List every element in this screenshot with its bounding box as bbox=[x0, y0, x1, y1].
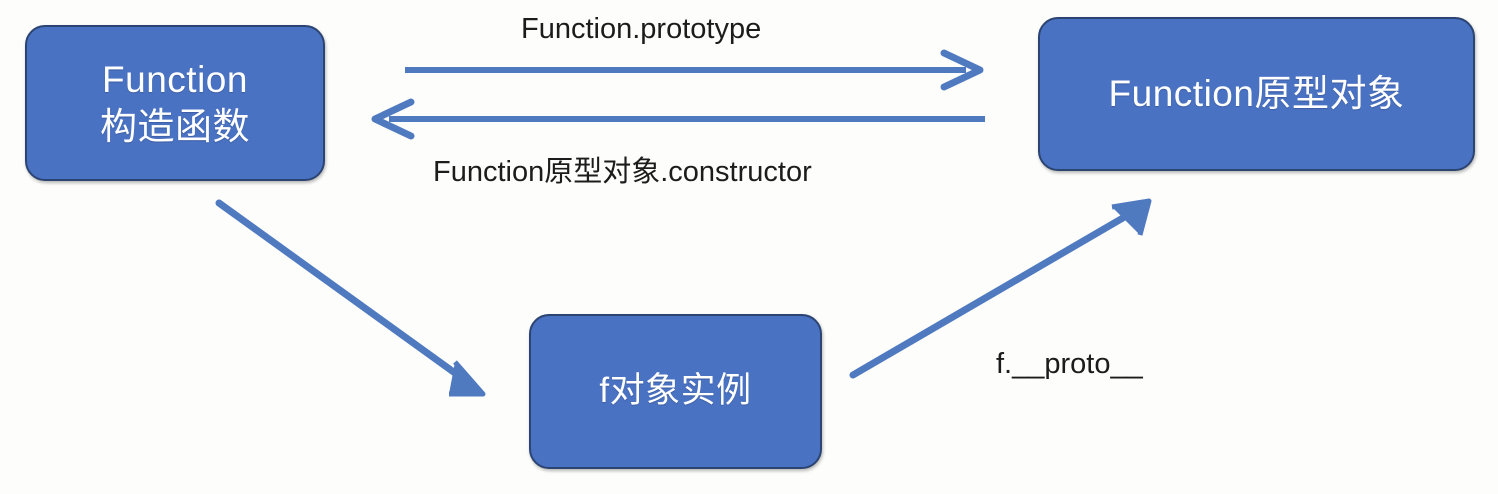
edge-label-constructor: Function原型对象.constructor bbox=[433, 156, 812, 188]
node-function-prototype-label: Function原型对象 bbox=[1108, 73, 1405, 115]
node-function-constructor[interactable]: Function 构造函数 bbox=[25, 25, 325, 181]
node-f-instance-label: f对象实例 bbox=[599, 371, 752, 411]
edge-label-function-prototype: Function.prototype bbox=[521, 13, 762, 45]
node-function-constructor-label: Function 构造函数 bbox=[100, 58, 250, 147]
node-f-instance[interactable]: f对象实例 bbox=[529, 314, 822, 469]
arrow-function-prototype bbox=[405, 49, 984, 91]
edge-label-proto: f.__proto__ bbox=[996, 348, 1143, 380]
arrow-instantiate bbox=[215, 199, 486, 397]
arrow-function-constructor bbox=[371, 98, 985, 140]
node-function-prototype[interactable]: Function原型对象 bbox=[1038, 17, 1475, 171]
